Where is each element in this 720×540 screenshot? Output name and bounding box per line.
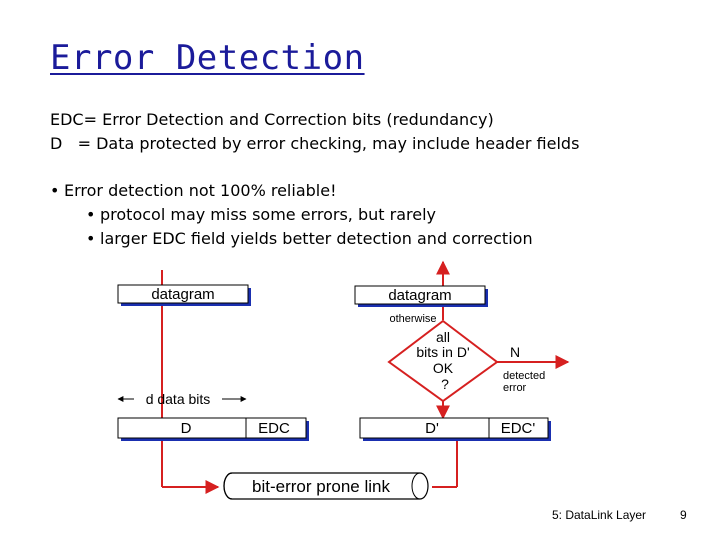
slide-title: Error Detection <box>50 38 365 78</box>
sender-edc-label: EDC <box>258 420 290 437</box>
decision-line-3: OK <box>433 360 454 376</box>
datagram-right-box <box>354 285 486 305</box>
sender-frame <box>117 417 307 439</box>
bullet-main-text: Error detection not 100% reliable! <box>64 181 337 200</box>
sender-d-label: D <box>181 420 192 437</box>
decision-line-1: all <box>436 329 450 345</box>
n-label: N <box>510 344 520 360</box>
otherwise-label: otherwise <box>389 313 436 325</box>
datagram-right-label: datagram <box>388 287 451 304</box>
bullet-dot: • <box>50 181 60 200</box>
bullet-dot: • <box>86 205 96 224</box>
datagram-left-box <box>117 284 249 304</box>
definition-d: D = Data protected by error checking, ma… <box>50 134 580 153</box>
link-label: bit-error prone link <box>252 477 390 496</box>
d-data-bits-label: d data bits <box>146 391 211 407</box>
bullet-dot: • <box>86 229 96 248</box>
bullet-sub-2: •larger EDC field yields better detectio… <box>86 229 533 248</box>
bullet-main: •Error detection not 100% reliable! <box>50 181 336 200</box>
footer-section: 5: DataLink Layer <box>552 508 647 522</box>
detected-label: detected <box>503 370 545 382</box>
bullet-sub-2-text: larger EDC field yields better detection… <box>100 229 533 248</box>
link-cylinder-back-edge <box>411 472 421 500</box>
bullet-sub-1: •protocol may miss some errors, but rare… <box>86 205 436 224</box>
receiver-d-label: D' <box>425 420 439 437</box>
link-cylinder-front-edge <box>223 472 233 500</box>
bullet-sub-1-text: protocol may miss some errors, but rarel… <box>100 205 436 224</box>
datagram-left-label: datagram <box>151 286 214 303</box>
receiver-frame <box>359 417 549 439</box>
decision-line-2: bits in D' <box>416 344 469 360</box>
definition-edc: EDC= Error Detection and Correction bits… <box>50 110 494 129</box>
decision-line-4: ? <box>441 376 449 392</box>
decision-diamond <box>387 319 499 403</box>
footer-page-number: 9 <box>680 508 687 522</box>
error-label: error <box>503 382 527 394</box>
receiver-edc-label: EDC' <box>501 420 536 437</box>
